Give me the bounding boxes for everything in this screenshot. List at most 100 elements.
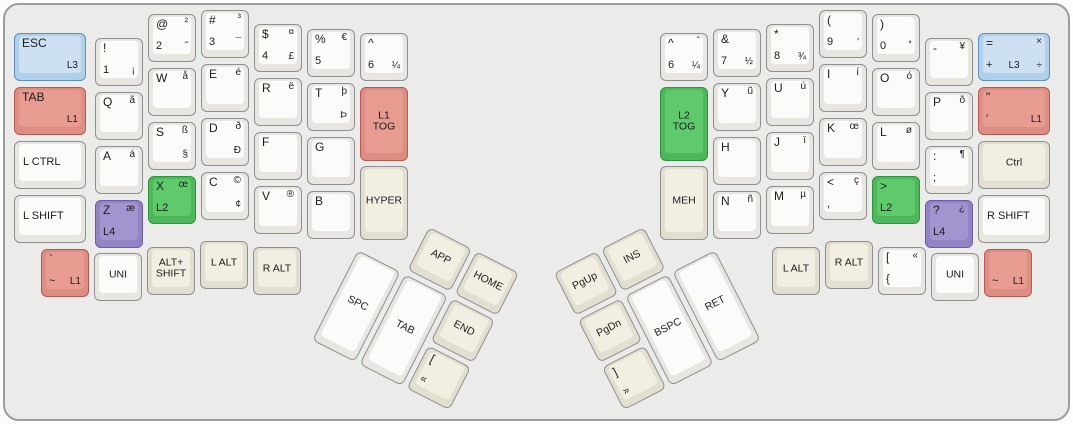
- keycap-face: (9': [824, 13, 862, 50]
- key-left-ctrl[interactable]: L CTRL: [14, 141, 86, 189]
- key-right-alt-left[interactable]: R ALT: [253, 247, 301, 295]
- key-g[interactable]: G: [307, 137, 355, 185]
- key-uni-right[interactable]: UNI: [931, 253, 979, 301]
- key-legend-tl: `: [49, 252, 53, 266]
- key-h[interactable]: H: [713, 137, 761, 185]
- key-num-1[interactable]: !1¡: [95, 38, 143, 86]
- key-l1-tog[interactable]: L1 TOG: [360, 87, 408, 161]
- keycap-face: PgDn: [583, 303, 635, 354]
- key-left-alt-right[interactable]: L ALT: [772, 247, 820, 295]
- key-legend-ml: L SHIFT: [23, 209, 64, 222]
- key-legend-tr: ¶: [959, 149, 965, 160]
- key-c[interactable]: C©¢: [201, 172, 249, 220]
- key-v[interactable]: V®: [254, 186, 302, 234]
- key-dash[interactable]: -¥: [925, 38, 973, 86]
- key-legend-c: MEH: [672, 193, 696, 206]
- key-right-shift[interactable]: R SHIFT: [978, 195, 1050, 243]
- key-legend-br: ¼: [691, 60, 700, 72]
- key-grave-l1[interactable]: `~L1: [41, 249, 89, 297]
- key-legend-tr: œ: [849, 121, 859, 132]
- key-num-5[interactable]: %€5: [307, 29, 355, 77]
- key-right-ctrl[interactable]: Ctrl: [978, 141, 1050, 189]
- key-legend-tl: P: [933, 95, 942, 109]
- key-legend-tl: A: [103, 149, 112, 163]
- key-left-shift[interactable]: L SHIFT: [14, 195, 86, 243]
- key-equals-l3[interactable]: =×+L3÷: [978, 33, 1050, 81]
- keycap-face: [«: [414, 350, 466, 401]
- key-legend-bl: ~: [992, 275, 999, 288]
- key-left-bracket[interactable]: [«{: [878, 247, 926, 295]
- key-question-l4[interactable]: ?¿L4: [925, 200, 973, 248]
- key-legend-tl: #: [209, 13, 216, 27]
- key-gt-l2[interactable]: >L2: [872, 176, 920, 224]
- key-legend-bl: +: [986, 59, 993, 72]
- key-legend-bl: 1: [103, 64, 110, 77]
- key-legend-bl: 3: [209, 36, 216, 49]
- key-tilde-l1[interactable]: ~L1: [984, 249, 1032, 297]
- key-legend-tl: $: [262, 27, 269, 41]
- keycap-face: %€5: [312, 32, 350, 69]
- key-legend-tr: µ: [800, 189, 806, 200]
- key-legend-tl: ?: [933, 203, 940, 217]
- key-legend-bl: ;: [933, 172, 937, 185]
- key-alt-shift[interactable]: ALT+ SHIFT: [147, 247, 195, 295]
- key-l2-tog[interactable]: L2 TOG: [660, 87, 708, 161]
- key-meh[interactable]: MEH: [660, 166, 708, 240]
- key-quote-l1[interactable]: "'L1: [978, 87, 1050, 135]
- key-num-4[interactable]: $¤4£: [254, 24, 302, 72]
- keycap-face: <ç,: [824, 175, 862, 212]
- keycap-face: C©¢: [206, 175, 244, 212]
- key-legend-tr: ¿: [958, 203, 965, 214]
- keycap-face: `~L1: [46, 252, 84, 289]
- key-num-0[interactable]: )0˚: [872, 14, 920, 62]
- key-num-9[interactable]: (9': [819, 10, 867, 58]
- key-legend-bc: L3: [1008, 60, 1020, 72]
- key-legend-bl: «: [418, 372, 430, 386]
- key-right-alt-right[interactable]: R ALT: [825, 241, 873, 289]
- key-semicolon[interactable]: :¶;: [925, 146, 973, 194]
- key-uni-left[interactable]: UNI: [94, 253, 142, 301]
- key-b[interactable]: B: [307, 191, 355, 239]
- key-left-alt-left[interactable]: L ALT: [200, 241, 248, 289]
- key-legend-br: ¾: [797, 51, 806, 63]
- key-f[interactable]: F: [254, 132, 302, 180]
- key-legend-bl: ~: [49, 275, 56, 288]
- key-legend-br: Đ: [233, 145, 241, 157]
- keycap-face: L1 TOG: [365, 90, 403, 153]
- key-comma[interactable]: <ç,: [819, 172, 867, 220]
